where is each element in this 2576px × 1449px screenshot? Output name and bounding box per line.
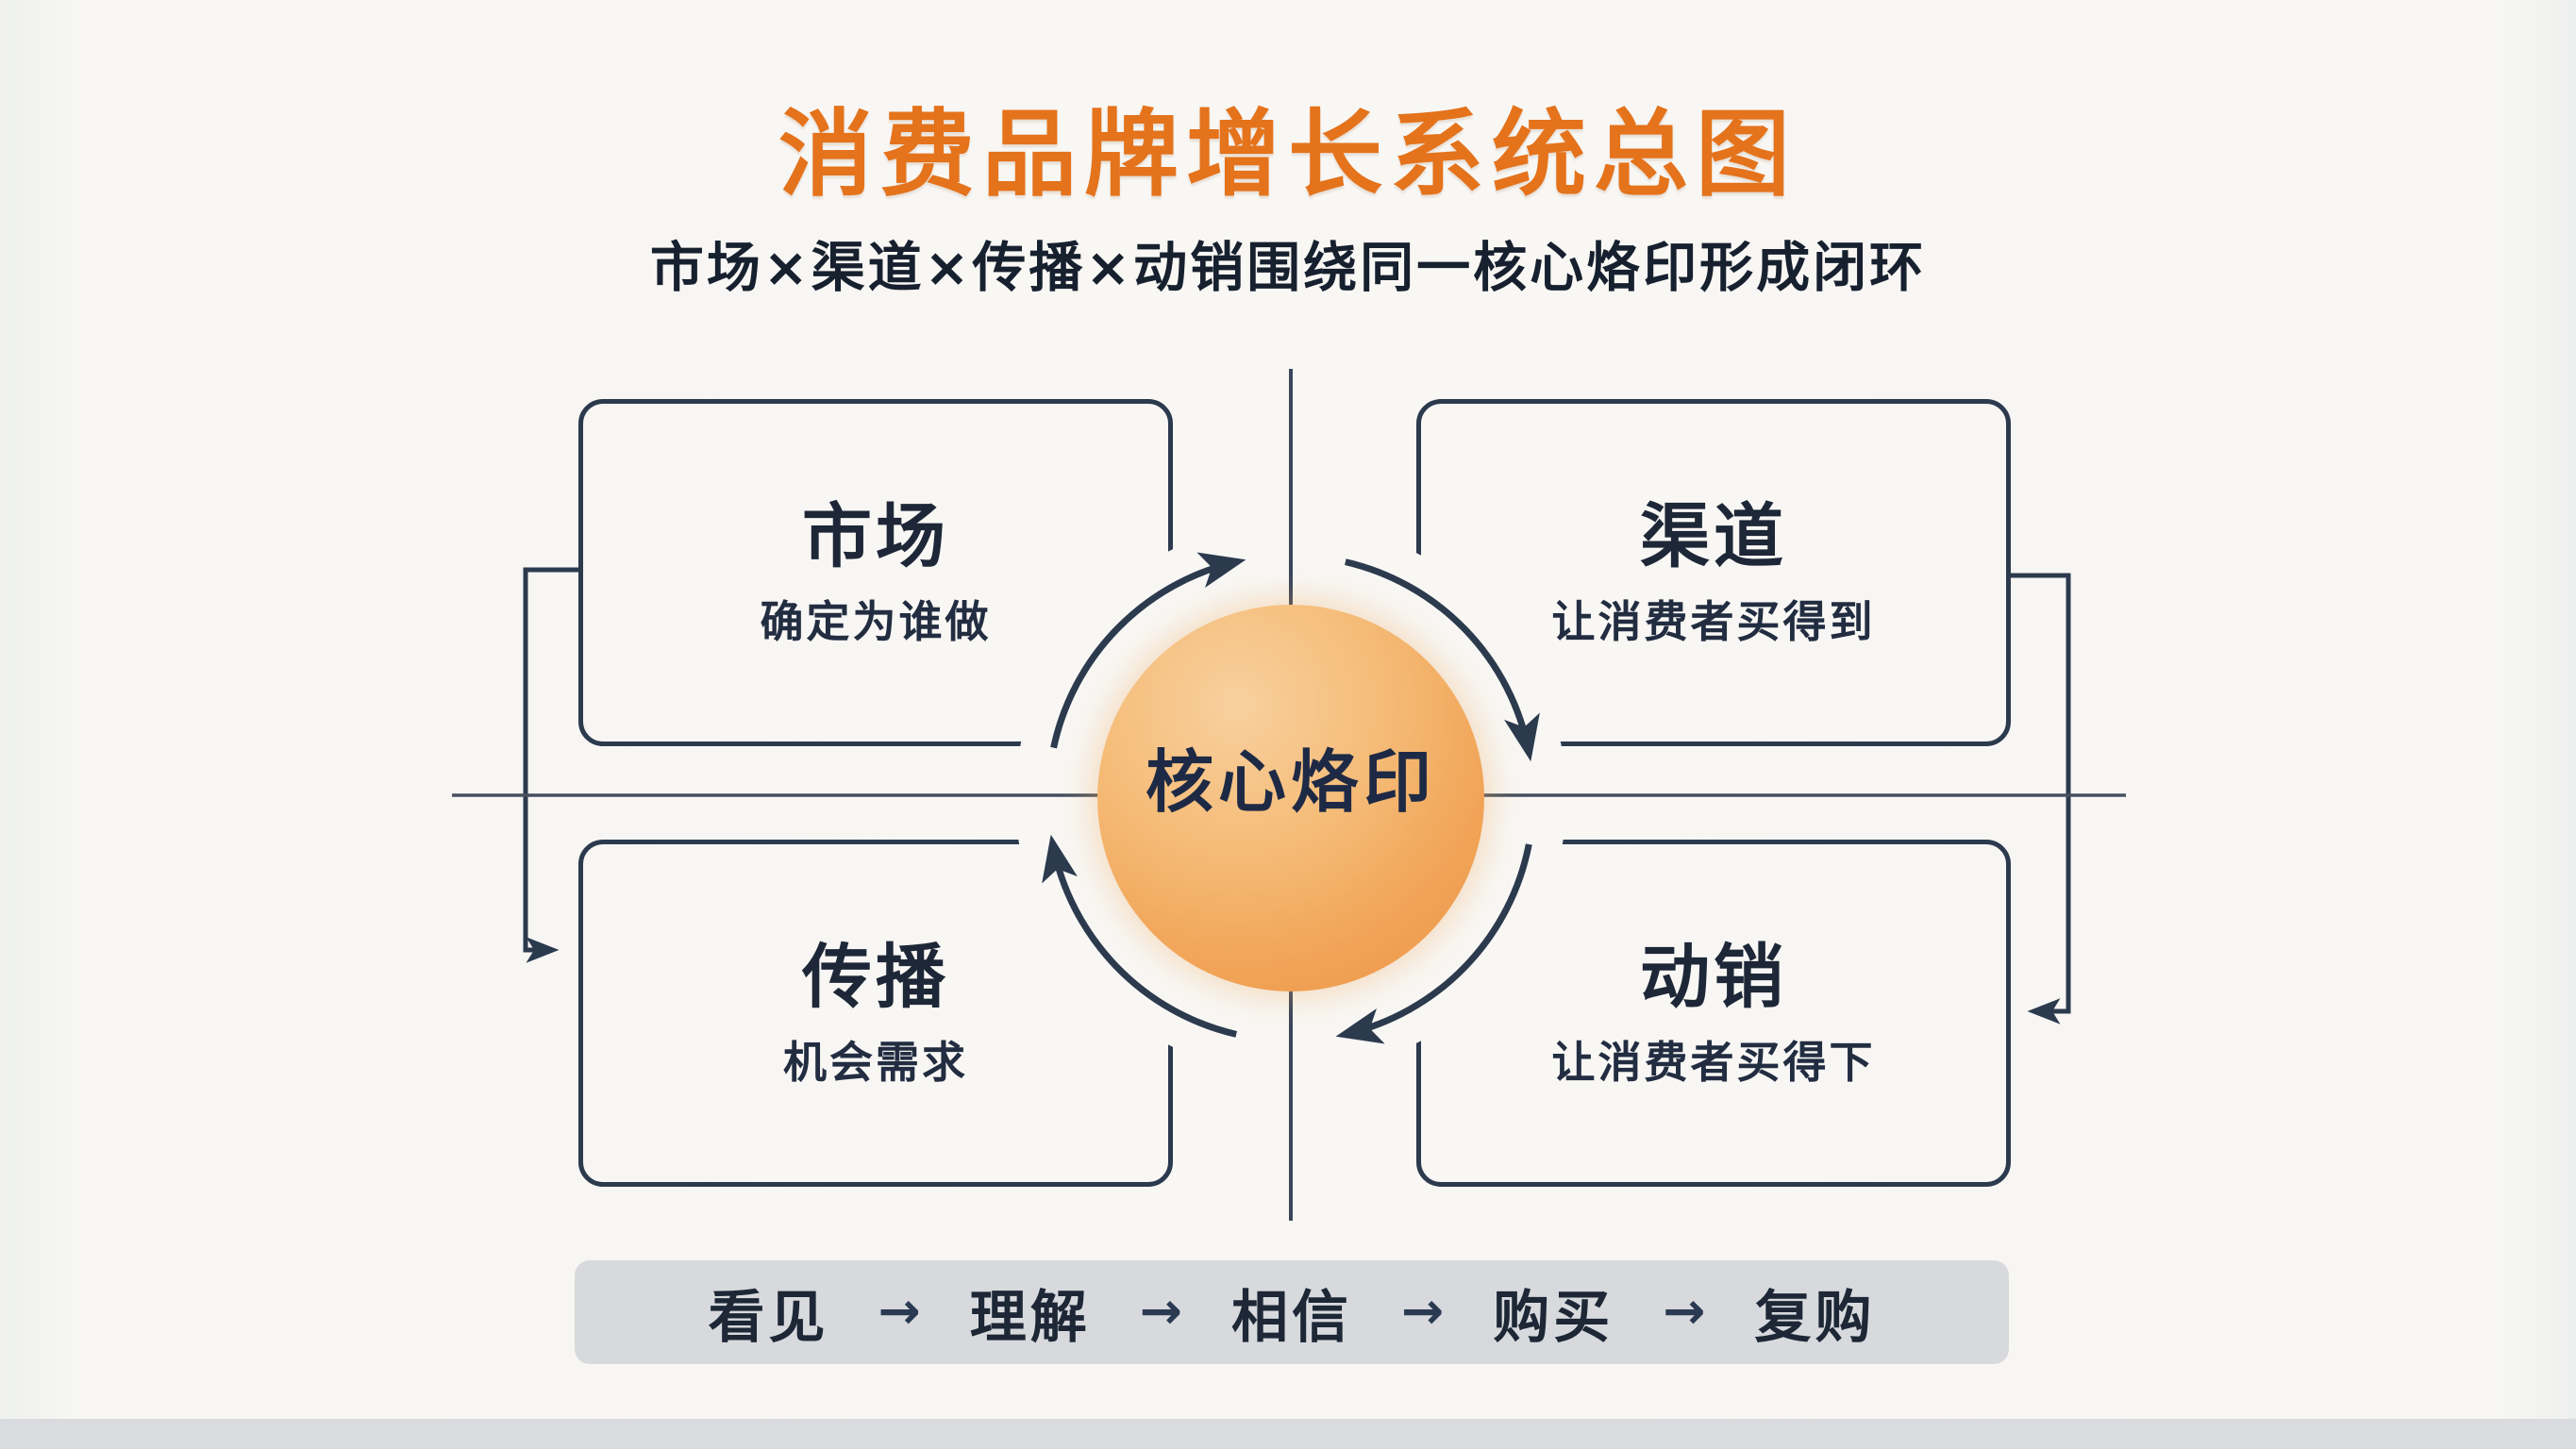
page-subtitle: 市场×渠道×传播×动销围绕同一核心烙印形成闭环	[649, 237, 1927, 299]
cycle-arc-bottom-left-arrow	[1042, 834, 1237, 1038]
quadrant-title-market: 市场	[802, 496, 949, 577]
core-circle-label: 核心烙印	[1145, 741, 1436, 822]
funnel-arrow-icon: →	[1401, 1280, 1445, 1341]
quadrant-desc-market: 确定为谁做	[760, 596, 992, 647]
connector-left-market-to-communication	[523, 567, 578, 963]
connector-right-channel-to-sales	[2007, 573, 2071, 1024]
cycle-arc-top-left-arrow	[1050, 552, 1246, 749]
funnel-arrow-icon: →	[1663, 1280, 1706, 1341]
quadrant-desc-sales: 让消费者买得下	[1551, 1037, 1876, 1088]
cycle-arc-bottom-right-arrow	[1335, 843, 1532, 1044]
quadrant-title-channel: 渠道	[1640, 496, 1787, 577]
funnel-step-see: 看见	[708, 1284, 829, 1351]
quadrant-box-sales: 动销 让消费者买得下	[1416, 840, 2011, 1187]
cycle-arc-top-right-arrow	[1345, 558, 1540, 762]
funnel-arrow-icon: →	[1139, 1280, 1182, 1341]
quadrant-title-communication: 传播	[802, 937, 949, 1018]
quadrant-box-communication: 传播 机会需求	[578, 840, 1173, 1187]
funnel-step-believe: 相信	[1231, 1284, 1352, 1351]
page-title: 消费品牌增长系统总图	[778, 99, 1798, 209]
funnel-step-understand: 理解	[969, 1284, 1091, 1351]
bottom-edge-strip	[0, 1419, 2576, 1449]
funnel-step-buy: 购买	[1493, 1284, 1614, 1351]
quadrant-desc-channel: 让消费者买得到	[1551, 596, 1876, 647]
quadrant-desc-communication: 机会需求	[783, 1037, 968, 1088]
funnel-bar: 看见 → 理解 → 相信 → 购买 → 复购	[575, 1260, 2009, 1364]
funnel-arrow-icon: →	[878, 1280, 921, 1341]
funnel-step-rebuy: 复购	[1754, 1284, 1876, 1351]
quadrant-box-channel: 渠道 让消费者买得到	[1416, 399, 2011, 746]
core-circle: 核心烙印	[1097, 605, 1484, 991]
quadrant-title-sales: 动销	[1640, 937, 1787, 1018]
